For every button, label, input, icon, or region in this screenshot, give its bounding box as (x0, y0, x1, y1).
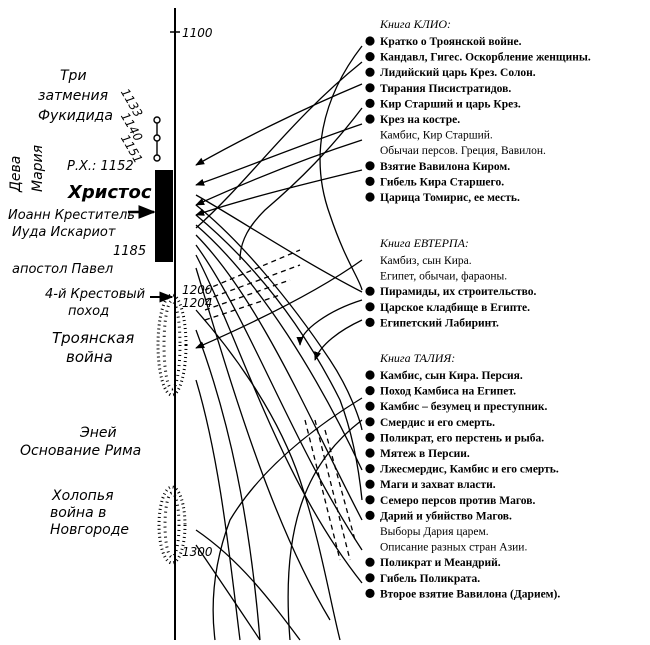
chapter-dot (365, 98, 375, 108)
deva-label: Дева (8, 156, 24, 193)
eclipse-markers (153, 116, 161, 162)
chapter-item: Обычаи персов. Греция, Вавилон. (380, 145, 546, 157)
chapter-dot (365, 161, 375, 171)
chapter-item: Кир Старший и царь Крез. (380, 98, 521, 110)
chapter-dot (365, 510, 375, 520)
year-1185: 1185 (113, 244, 146, 259)
chapter-item: Лидийский царь Крез. Солон. (380, 67, 536, 79)
chapter-item: Поликрат и Меандрий. (380, 557, 501, 569)
chapter-dot (365, 83, 375, 93)
christ-era-bar (155, 170, 173, 262)
troy-label-1: Троянская (52, 329, 134, 347)
chapter-item: Камбис, сын Кира. Персия. (380, 370, 523, 382)
chapter-dot (365, 192, 375, 202)
connection-curves (195, 45, 363, 641)
year-1100: 1100 (182, 26, 213, 40)
chapter-item: Тирания Писистратидов. (380, 83, 511, 95)
chapter-item: Египетский Лабиринт. (380, 317, 499, 329)
rx-label: Р.Х.: 1152 (67, 159, 134, 174)
chapter-item: Камбис, Кир Старший. (380, 130, 493, 142)
troy-war-region (156, 293, 188, 397)
chapter-dot (365, 114, 375, 124)
chapter-item: Поликрат, его перстень и рыба. (380, 432, 544, 444)
rome-label: Основание Рима (20, 443, 141, 459)
year-1300: 1300 (182, 545, 213, 559)
chapter-item: Второе взятие Вавилона (Дарием). (380, 588, 560, 600)
eclipse-title-1: Три (60, 68, 87, 84)
chapter-item: Маги и захват власти. (380, 479, 496, 491)
christ-label: Христос (67, 182, 152, 203)
chapter-item: Кратко о Троянской войне. (380, 36, 522, 48)
chapter-item: Описание разных стран Азии. (380, 542, 527, 554)
chapter-dot (365, 417, 375, 427)
chapter-item: Лжесмердис, Камбис и его смерть. (380, 464, 559, 476)
books-list: Книга КЛИО: Кратко о Троянской войне. Канд… (365, 17, 591, 600)
year-1200: 1200 (182, 283, 213, 297)
chapter-dot (365, 176, 375, 186)
ioann-label: Иоанн Креститель (8, 208, 135, 223)
chapter-item: Гибель Кира Старшего. (380, 176, 504, 188)
chapter-item: Царица Томирис, ее месть. (380, 192, 520, 204)
enei-label: Эней (79, 425, 117, 441)
maria-label: Мария (30, 145, 46, 192)
chapter-item: Египет, обычаи, фараоны. (380, 271, 507, 283)
chapter-dot (365, 464, 375, 474)
chapter-dot (365, 573, 375, 583)
eclipse-title-2: затмения (38, 88, 108, 104)
holop-label-1: Холопья (51, 488, 114, 504)
book-title: Книга ТАЛИЯ: (379, 351, 455, 365)
crusade-label-1: 4-й Крестовый (45, 287, 145, 302)
chapter-item: Поход Камбиса на Египет. (380, 386, 516, 398)
troy-war-fill (162, 299, 182, 391)
chapter-dot (365, 479, 375, 489)
chapter-item: Камбис – безумец и преступник. (380, 401, 547, 413)
chapter-dot (365, 317, 375, 327)
chapter-item: Крез на костре. (380, 114, 460, 126)
chapter-item: Мятеж в Персии. (380, 448, 470, 460)
chapter-item: Гибель Поликрата. (380, 573, 480, 585)
book-title: Книга КЛИО: (379, 17, 451, 31)
holop-label-3: Новгороде (50, 522, 129, 538)
iuda-label: Иуда Искариот (12, 225, 116, 240)
chapter-item: Семеро персов против Магов. (380, 495, 535, 507)
chapter-dot (365, 588, 375, 599)
chapter-item: Камбиз, сын Кира. (380, 255, 472, 267)
chapter-item: Взятие Вавилона Киром. (380, 161, 510, 173)
chapter-dot (365, 67, 375, 77)
chapter-dot (365, 386, 375, 396)
holop-war-fill (163, 491, 181, 559)
chapter-item: Пирамиды, их строительство. (380, 286, 537, 298)
book-title: Книга ЕВТЕРПА: (379, 236, 469, 250)
chapter-dot (365, 52, 375, 62)
chapter-dot (365, 36, 375, 46)
holop-label-2: война в (50, 505, 106, 521)
chapter-item: Царское кладбище в Египте. (380, 302, 530, 314)
chapter-item: Кандавл, Гигес. Оскорбление женщины. (380, 52, 591, 64)
chapter-dot (365, 557, 375, 567)
chapter-dot (365, 370, 375, 380)
crusade-label-2: поход (68, 304, 109, 319)
chapter-item: Выборы Дария царем. (380, 526, 489, 538)
chapter-dot (365, 495, 375, 505)
eclipse-title-3: Фукидида (38, 108, 113, 124)
troy-label-2: война (66, 348, 113, 366)
chapter-dot (365, 432, 375, 442)
chapter-dot (365, 401, 375, 411)
chapter-item: Смердис и его смерть. (380, 417, 495, 429)
chapter-dot (365, 286, 375, 296)
chapter-item: Дарий и убийство Магов. (380, 510, 512, 522)
holop-war-region (157, 485, 187, 565)
chapter-dot (365, 302, 375, 312)
pavel-label: апостол Павел (12, 262, 113, 277)
chapter-dot (365, 448, 375, 458)
